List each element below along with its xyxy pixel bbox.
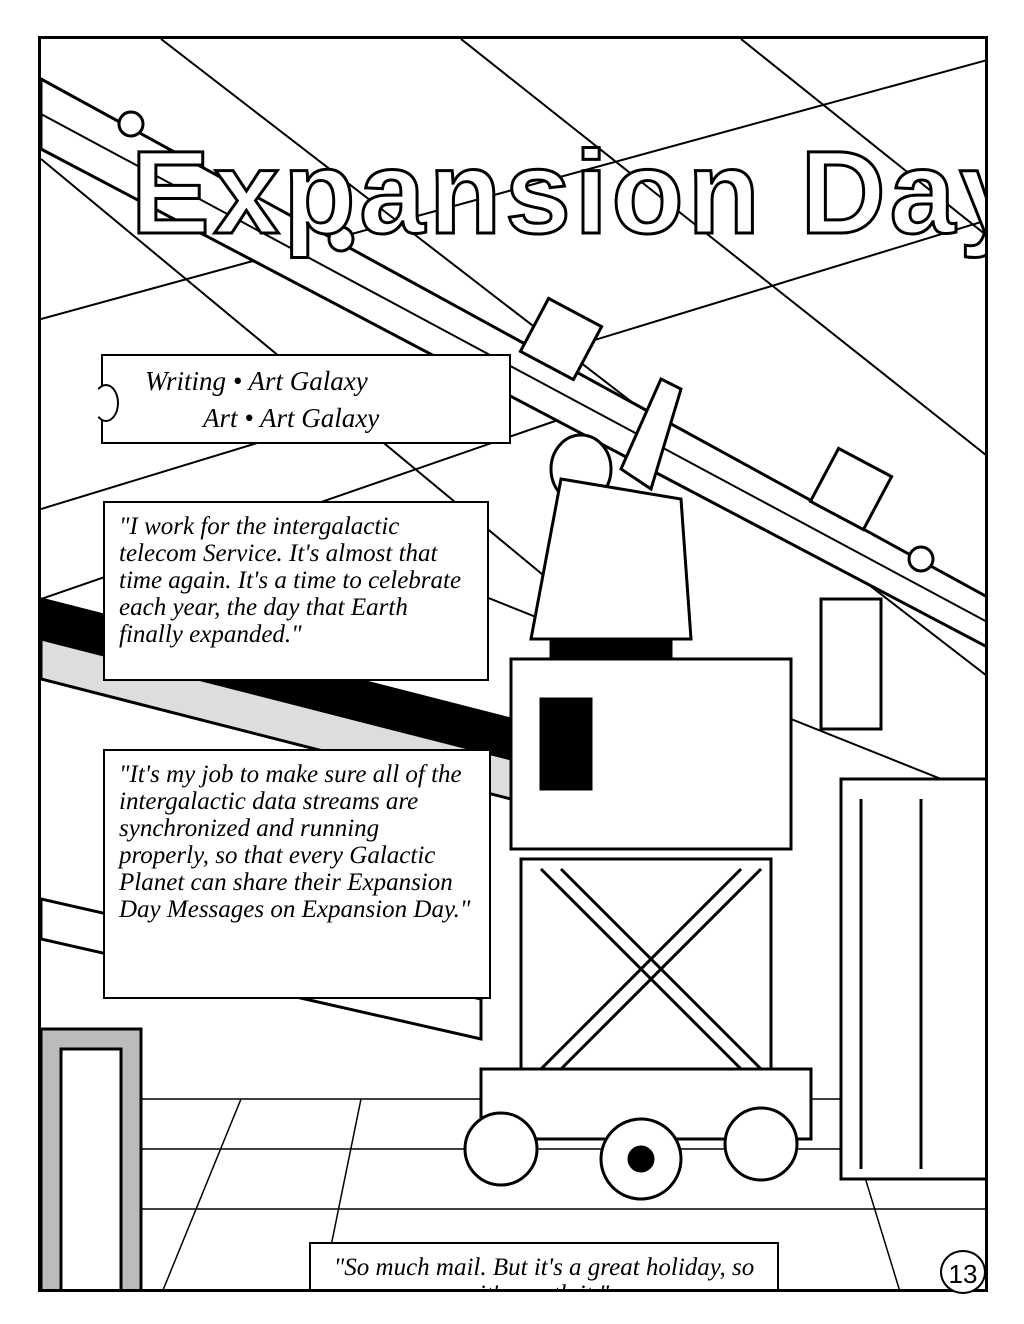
credits-box: Writing • Art Galaxy Art • Art Galaxy — [93, 354, 511, 444]
ticket-notch — [93, 384, 119, 422]
caption-box-1: "I work for the intergalactic telecom Se… — [103, 501, 489, 681]
caption-box-3: "So much mail. But it's a great holiday,… — [309, 1242, 779, 1289]
credits-art: Art • Art Galaxy — [203, 403, 380, 433]
comic-panel: Expansion Day Writing • Art Galaxy Art •… — [38, 36, 988, 1292]
caption-box-2: "It's my job to make sure all of the int… — [103, 749, 491, 999]
page-number: 13 — [940, 1250, 986, 1294]
comic-title: Expansion Day — [130, 127, 988, 259]
credits-writing: Writing • Art Galaxy — [145, 366, 368, 396]
